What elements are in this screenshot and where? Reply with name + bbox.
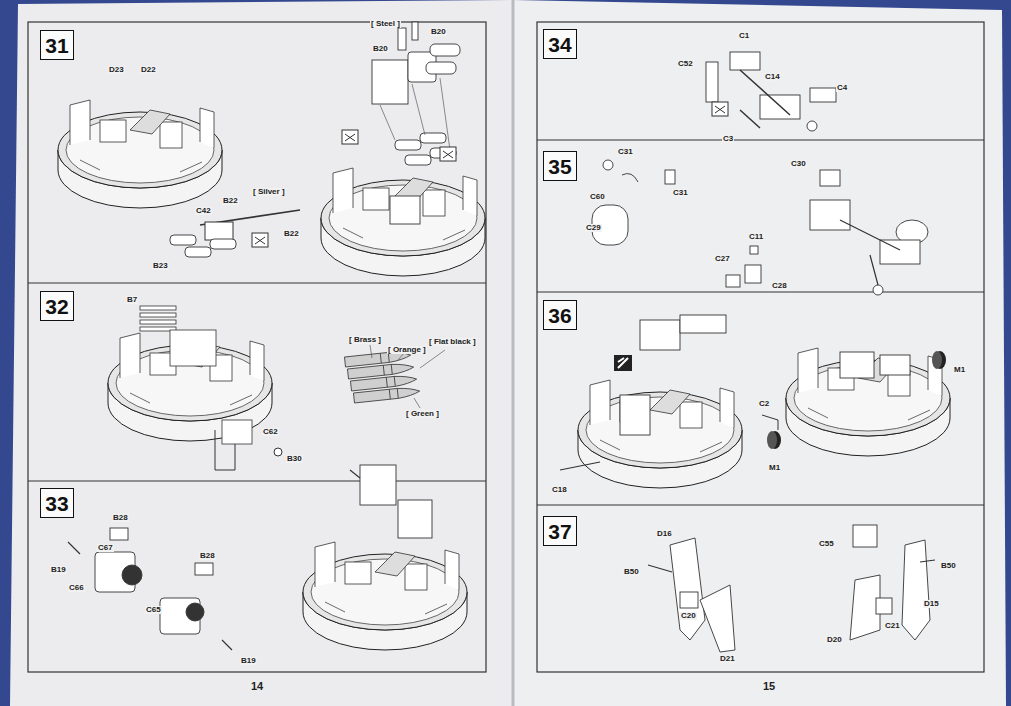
- part-label: B22: [222, 197, 239, 205]
- part-label: B50: [623, 568, 640, 576]
- part-label: M1: [953, 366, 966, 374]
- part-label: C27: [714, 255, 731, 263]
- part-label: B20: [372, 45, 389, 53]
- step-number: 31: [45, 35, 68, 56]
- step-number-box: 32: [40, 291, 74, 321]
- part-label: C31: [617, 148, 634, 156]
- part-label: C3: [722, 135, 734, 143]
- part-label: C62: [262, 428, 279, 436]
- part-label: C28: [771, 282, 788, 290]
- step-number: 34: [548, 34, 571, 55]
- part-label: C29: [585, 224, 602, 232]
- part-label: [ Green ]: [405, 410, 440, 418]
- page-number: 15: [762, 681, 776, 692]
- part-label: C2: [758, 400, 770, 408]
- part-label: C31: [672, 189, 689, 197]
- step-number-box: 34: [543, 29, 577, 59]
- part-label: D15: [923, 600, 940, 608]
- part-label: D22: [140, 66, 157, 74]
- part-label: [ Orange ]: [387, 346, 427, 354]
- part-label: B28: [112, 514, 129, 522]
- part-label: D20: [826, 636, 843, 644]
- step-number-box: 31: [40, 30, 74, 60]
- part-label: D21: [719, 655, 736, 663]
- part-label: C52: [677, 60, 694, 68]
- part-label: C65: [145, 606, 162, 614]
- part-label: [ Silver ]: [252, 188, 286, 196]
- step-number: 36: [548, 305, 571, 326]
- part-label: C60: [589, 193, 606, 201]
- part-label: C18: [551, 486, 568, 494]
- part-label: B20: [430, 28, 447, 36]
- step-number-box: 35: [543, 151, 577, 181]
- part-label: C67: [97, 544, 114, 552]
- part-label: B19: [50, 566, 67, 574]
- part-label: C11: [748, 233, 764, 241]
- part-label: B23: [152, 262, 169, 270]
- part-label: C30: [790, 160, 807, 168]
- part-label: [ Flat black ]: [428, 338, 477, 346]
- part-label: D23: [108, 66, 125, 74]
- part-label: C14: [764, 73, 781, 81]
- part-label: M1: [768, 464, 781, 472]
- part-label: C1: [738, 32, 750, 40]
- page-number: 14: [250, 681, 264, 692]
- part-label: D16: [656, 530, 673, 538]
- part-label: C4: [836, 84, 848, 92]
- part-label: B50: [940, 562, 957, 570]
- part-label: B28: [199, 552, 216, 560]
- part-label: C20: [680, 612, 697, 620]
- part-label: B19: [240, 657, 257, 665]
- part-label: C66: [68, 584, 85, 592]
- part-label: B30: [286, 455, 303, 463]
- part-label: C21: [884, 622, 901, 630]
- step-number: 35: [548, 156, 571, 177]
- step-number: 33: [45, 493, 68, 514]
- part-label: [ Steel ]: [370, 20, 401, 28]
- step-number-box: 37: [543, 516, 577, 546]
- part-label: C42: [195, 207, 212, 215]
- step-number: 37: [548, 521, 571, 542]
- part-label: [ Brass ]: [348, 336, 382, 344]
- step-number: 32: [45, 296, 68, 317]
- step-number-box: 33: [40, 488, 74, 518]
- part-label: B7: [126, 296, 138, 304]
- step-number-box: 36: [543, 300, 577, 330]
- part-label: B22: [283, 230, 300, 238]
- part-label: C55: [818, 540, 835, 548]
